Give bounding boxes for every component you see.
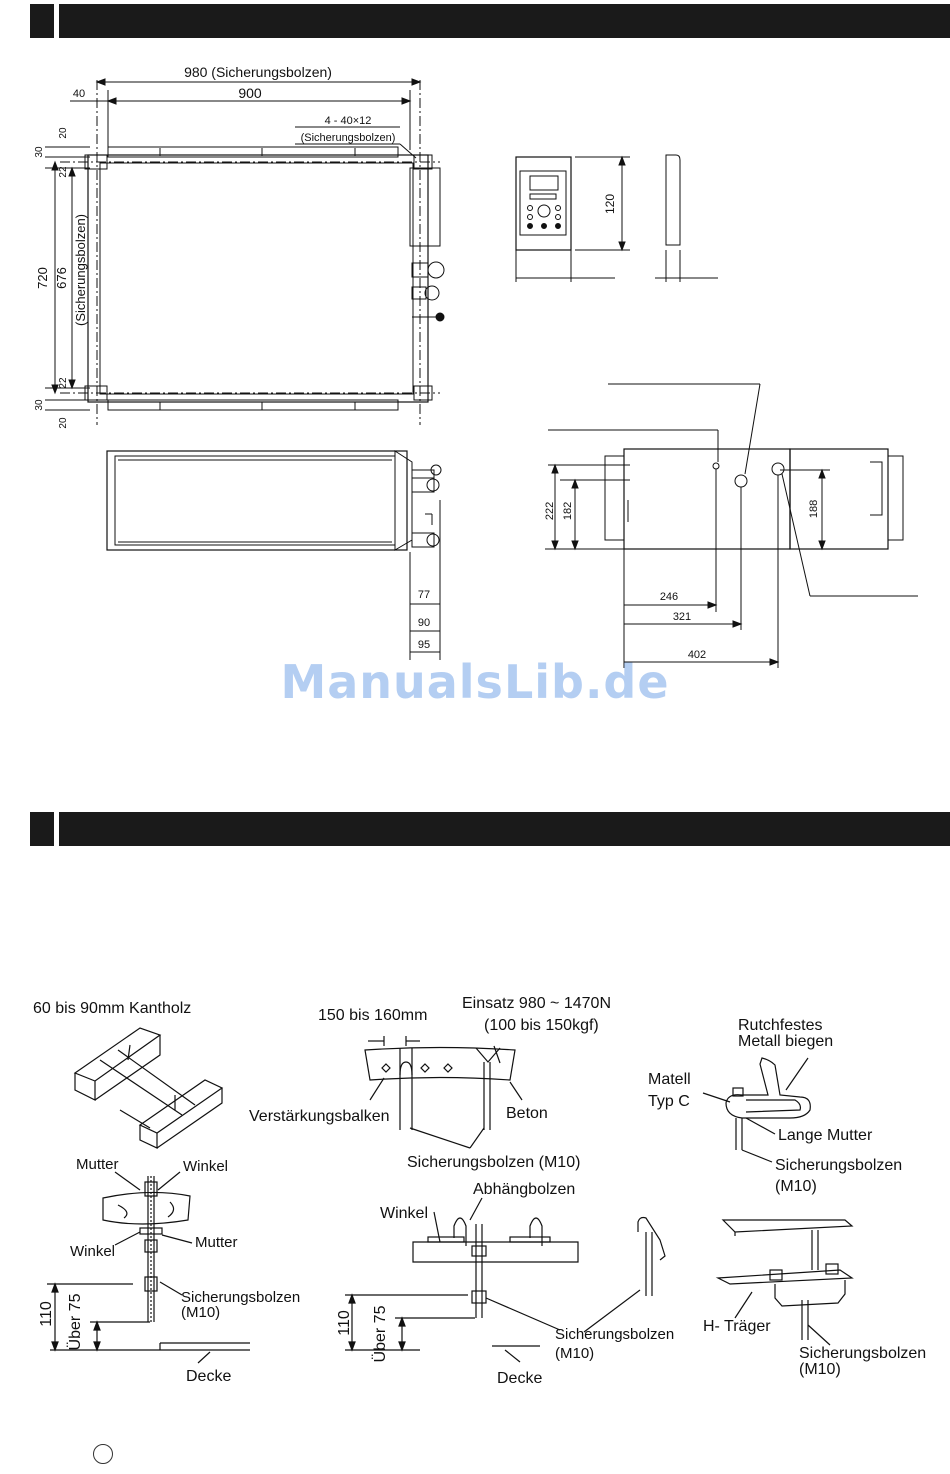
label-kgf: (100 bis 150kgf) bbox=[484, 1017, 599, 1034]
label-bolt-4: Sicherungsbolzen bbox=[775, 1157, 902, 1174]
dim-remote-120: 120 bbox=[603, 194, 617, 214]
dim-hole-spec-sub: (Sicherungsbolzen) bbox=[301, 132, 396, 144]
watermark: ManualsLib.de bbox=[280, 655, 670, 709]
install-fig-wood bbox=[47, 1027, 250, 1364]
dim-321: 321 bbox=[673, 611, 691, 623]
label-110-1: 110 bbox=[38, 1301, 55, 1327]
label-ueber75-1: Über 75 bbox=[66, 1293, 84, 1350]
label-bolt-3: Sicherungsbolzen bbox=[555, 1326, 674, 1343]
dim-900: 900 bbox=[238, 85, 262, 101]
install-fig-hbeam bbox=[702, 1057, 854, 1346]
label-110-2: 110 bbox=[336, 1310, 353, 1336]
label-winkel-3: Winkel bbox=[380, 1205, 428, 1222]
label-einsatz: Einsatz 980 ~ 1470N bbox=[462, 995, 611, 1012]
dim-676: 676 bbox=[54, 267, 69, 289]
dim-222: 222 bbox=[544, 502, 556, 520]
label-range-150: 150 bis 160mm bbox=[318, 1007, 427, 1024]
dim-182: 182 bbox=[562, 502, 574, 520]
dim-bolt-height: (Sicherungsbolzen) bbox=[73, 214, 88, 326]
dim-246: 246 bbox=[660, 591, 678, 603]
dim-95: 95 bbox=[418, 639, 430, 651]
label-rutch-1: Rutchfestes bbox=[738, 1017, 822, 1034]
label-kantholz: 60 bis 90mm Kantholz bbox=[33, 1000, 191, 1017]
label-winkel-1: Winkel bbox=[183, 1158, 228, 1175]
dim-22-bottom: 22 bbox=[58, 377, 69, 389]
label-ueber75-2: Über 75 bbox=[371, 1305, 389, 1362]
label-verstaerkung: Verstärkungsbalken bbox=[249, 1108, 390, 1125]
dim-77: 77 bbox=[418, 589, 430, 601]
label-matell: Matell bbox=[648, 1071, 691, 1088]
label-bolt-1: Sicherungsbolzen bbox=[181, 1289, 300, 1306]
label-rutch-2: Metall biegen bbox=[738, 1033, 833, 1050]
dim-20-top: 20 bbox=[58, 127, 69, 139]
unit-front-view bbox=[106, 450, 442, 660]
label-mutter-1: Mutter bbox=[76, 1156, 119, 1173]
label-m10-4: (M10) bbox=[775, 1178, 817, 1195]
label-winkel-2: Winkel bbox=[70, 1243, 115, 1260]
dim-20-bottom: 20 bbox=[58, 417, 69, 429]
text-layer: 980 (Sicherungsbolzen) 900 40 4 - 40×12 … bbox=[33, 64, 926, 1387]
label-typ-c: Typ C bbox=[648, 1093, 690, 1110]
label-mutter-2: Mutter bbox=[195, 1234, 238, 1251]
unit-top-view bbox=[60, 80, 445, 425]
dim-40: 40 bbox=[73, 88, 85, 100]
dimension-lines-top bbox=[45, 78, 422, 411]
label-beton: Beton bbox=[506, 1105, 548, 1122]
label-abhaeng: Abhängbolzen bbox=[473, 1181, 575, 1198]
dim-hole-spec: 4 - 40×12 bbox=[325, 115, 372, 127]
label-m10-3: (M10) bbox=[555, 1345, 594, 1362]
dim-22-top: 22 bbox=[58, 166, 69, 178]
dim-30-bottom: 30 bbox=[34, 399, 45, 411]
label-decke-1: Decke bbox=[186, 1368, 231, 1385]
page-marker-circle bbox=[93, 1444, 113, 1464]
unit-side-view bbox=[545, 383, 918, 668]
label-m10-5: (M10) bbox=[799, 1361, 841, 1378]
dim-90: 90 bbox=[418, 617, 430, 629]
dim-402: 402 bbox=[688, 649, 706, 661]
install-fig-concrete bbox=[345, 1036, 666, 1363]
label-m10-1: (M10) bbox=[181, 1304, 220, 1321]
label-decke-2: Decke bbox=[497, 1370, 542, 1387]
section-header-bar-2 bbox=[30, 812, 950, 846]
dim-30-top: 30 bbox=[34, 146, 45, 158]
dim-720: 720 bbox=[35, 267, 50, 289]
label-bolt-2: Sicherungsbolzen (M10) bbox=[407, 1154, 580, 1171]
label-bolt-5: Sicherungsbolzen bbox=[799, 1345, 926, 1362]
section-header-bar-1 bbox=[30, 4, 950, 38]
remote-controller bbox=[515, 154, 718, 282]
label-h-traeger: H- Träger bbox=[703, 1318, 771, 1335]
label-lange-mutter: Lange Mutter bbox=[778, 1127, 873, 1144]
dim-188: 188 bbox=[808, 500, 820, 518]
dim-bolt-width: 980 (Sicherungsbolzen) bbox=[184, 64, 332, 80]
